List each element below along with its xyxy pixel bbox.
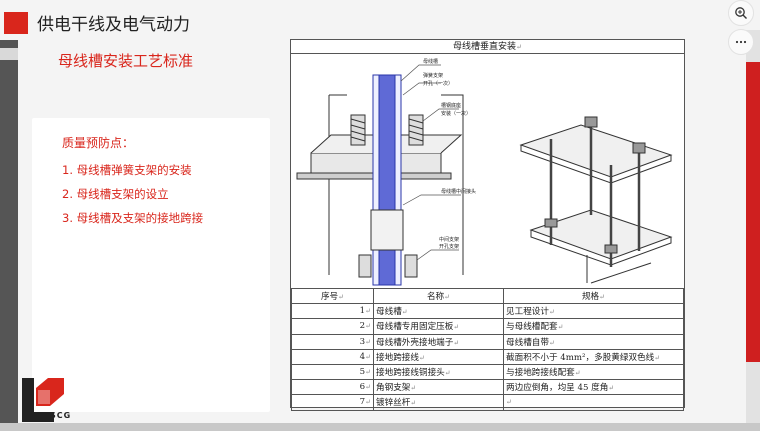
table-cell: 见工程设计↵ bbox=[503, 303, 684, 320]
logo-text: SCG bbox=[50, 411, 72, 420]
more-options-button[interactable] bbox=[728, 29, 754, 55]
table-cell: 接地跨接线铜接头↵ bbox=[373, 363, 504, 381]
bracket-isometric-drawing bbox=[519, 116, 673, 284]
bottom-strip bbox=[0, 423, 760, 431]
notes-item: 3. 母线槽及支架的接地跨接 bbox=[62, 211, 204, 225]
table-cell: 2↵ bbox=[291, 318, 374, 335]
annotation-label: 弹簧支架 bbox=[423, 72, 443, 79]
installation-document: 母线槽垂直安装↵ bbox=[290, 39, 685, 411]
busway-elevation-drawing bbox=[296, 64, 464, 286]
table-cell: 角钢支架↵ bbox=[373, 379, 504, 396]
table-header-row: 序号↵ 名称↵ 规格↵ bbox=[291, 287, 684, 305]
left-decor-bar bbox=[0, 40, 18, 431]
annotation-label: 槽钢底座 bbox=[441, 102, 461, 109]
column-header: 规格↵ bbox=[503, 287, 684, 305]
scg-logo bbox=[22, 378, 64, 422]
zoom-in-button[interactable] bbox=[728, 0, 754, 26]
right-red-bar bbox=[746, 62, 760, 362]
column-header: 序号↵ bbox=[291, 287, 374, 305]
table-cell: 母线槽自带↵ bbox=[503, 333, 684, 350]
notes-list: 1. 母线槽弹簧支架的安装 2. 母线槽支架的设立 3. 母线槽及支架的接地跨接 bbox=[62, 158, 203, 230]
table-cell: 与接地跨接线配套↵ bbox=[503, 363, 684, 381]
table-row: 5↵ 接地跨接线铜接头↵ 与接地跨接线配套↵ bbox=[291, 363, 684, 381]
table-cell: 5↵ bbox=[291, 363, 374, 381]
notes-item: 1. 母线槽弹簧支架的安装 bbox=[62, 163, 192, 177]
table-cell: 1↵ bbox=[291, 303, 374, 320]
quality-notes-panel: 质量预防点： 1. 母线槽弹簧支架的安装 2. 母线槽支架的设立 3. 母线槽及… bbox=[32, 118, 270, 412]
busway-diagram: 母线槽 弹簧支架 开孔（一次） 槽钢底座 安装（一次） 母线槽中间接头 中间支架… bbox=[296, 58, 673, 286]
table-row: 1↵ 母线槽↵ 见工程设计↵ bbox=[291, 303, 684, 320]
notes-heading: 质量预防点： bbox=[62, 136, 135, 150]
table-cell: 4↵ bbox=[291, 348, 374, 365]
notes-item: 2. 母线槽支架的设立 bbox=[62, 187, 169, 201]
spec-table: 序号↵ 名称↵ 规格↵ 1↵ 母线槽↵ 见工程设计↵ 2↵ 母线槽专用固定压板↵… bbox=[291, 287, 684, 411]
table-row: 6↵ 角钢支架↵ 两边应倒角，均呈 45 度角↵ bbox=[291, 379, 684, 396]
table-cell: 母线槽专用固定压板↵ bbox=[373, 318, 504, 335]
document-title: 母线槽垂直安装↵ bbox=[291, 40, 684, 54]
table-cell: 截面积不小于 4mm²，多股黄绿双色线↵ bbox=[503, 348, 684, 365]
annotation-label: 开孔（一次） bbox=[423, 80, 453, 87]
annotation-label: 母线槽中间接头 bbox=[441, 188, 476, 195]
table-row: 2↵ 母线槽专用固定压板↵ 与母线槽配套↵ bbox=[291, 318, 684, 335]
table-cell: 母线槽↵ bbox=[373, 303, 504, 320]
annotation-label: 中间支架 bbox=[439, 236, 459, 243]
slide-title: 供电干线及电气动力 bbox=[37, 15, 190, 35]
zoom-in-icon bbox=[735, 7, 747, 19]
table-cell: 两边应倒角，均呈 45 度角↵ bbox=[503, 379, 684, 396]
table-cell: 接地跨接线↵ bbox=[373, 348, 504, 365]
more-icon bbox=[735, 40, 747, 44]
slide-subtitle: 母线槽安装工艺标准 bbox=[58, 52, 194, 70]
table-cell: 7↵ bbox=[291, 394, 374, 411]
header-accent-square bbox=[4, 12, 28, 34]
table-row: 7↵ 镀锌丝杆↵ ↵ bbox=[291, 394, 684, 411]
table-cell: 母线槽外壳接地端子↵ bbox=[373, 333, 504, 350]
annotation-label: 安装（一次） bbox=[441, 110, 471, 117]
table-cell: 3↵ bbox=[291, 333, 374, 350]
table-cell: 镀锌丝杆↵ bbox=[373, 394, 504, 411]
table-row: 3↵ 母线槽外壳接地端子↵ 母线槽自带↵ bbox=[291, 333, 684, 350]
annotation-label: 开孔支架 bbox=[439, 243, 459, 250]
annotation-label: 母线槽 bbox=[423, 58, 438, 65]
table-row: 4↵ 接地跨接线↵ 截面积不小于 4mm²，多股黄绿双色线↵ bbox=[291, 348, 684, 365]
table-cell: ↵ bbox=[503, 394, 684, 411]
table-cell: 与母线槽配套↵ bbox=[503, 318, 684, 335]
column-header: 名称↵ bbox=[373, 287, 504, 305]
table-cell: 6↵ bbox=[291, 379, 374, 396]
